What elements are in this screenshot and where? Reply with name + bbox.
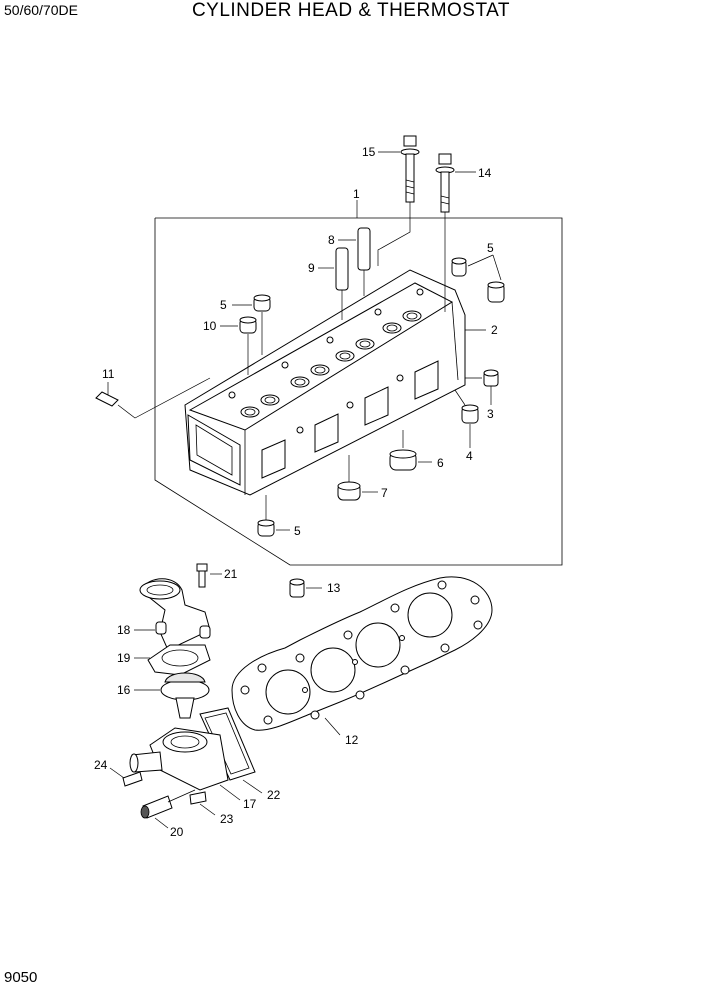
gasket-19[interactable] (147, 644, 211, 676)
pin-8[interactable] (357, 227, 371, 271)
cylinder-head[interactable] (184, 269, 466, 496)
thermostat-16[interactable] (160, 672, 210, 719)
cap-7[interactable] (337, 481, 361, 501)
callout-10: 10 (203, 319, 217, 333)
bolt-15[interactable] (400, 135, 420, 203)
pin-9[interactable] (335, 247, 349, 291)
callout-18: 18 (117, 623, 131, 637)
callout-21: 21 (224, 567, 238, 581)
plug-4[interactable] (461, 404, 479, 424)
valve-seats (240, 310, 422, 418)
assembly-frame (154, 200, 563, 566)
callout-8: 8 (328, 233, 335, 247)
bolt-14[interactable] (435, 153, 455, 213)
sensor-20[interactable] (140, 789, 196, 819)
bolt-24[interactable] (122, 771, 143, 787)
callout-11: 11 (102, 367, 115, 381)
thermostat-housing-18[interactable] (139, 578, 211, 651)
head-studs (228, 288, 424, 434)
plug-10[interactable] (239, 316, 257, 334)
callout-5-left: 5 (220, 298, 227, 312)
plug-5-right-b[interactable] (487, 281, 505, 303)
callout-7: 7 (381, 486, 388, 500)
callout-16: 16 (117, 683, 131, 697)
head-gasket-12[interactable] (231, 576, 493, 731)
callout-17: 17 (243, 797, 257, 811)
plug-13[interactable] (289, 578, 305, 598)
callout-3: 3 (487, 407, 494, 421)
bolt-23[interactable] (189, 791, 207, 805)
plug-3[interactable] (483, 369, 499, 387)
gasket-holes (240, 580, 483, 725)
plug-5-right-a[interactable] (451, 257, 467, 277)
callout-labels: 1 2 3 4 5 5 5 6 7 8 9 10 11 12 13 14 15 … (94, 145, 498, 839)
callout-12: 12 (345, 733, 359, 747)
callout-4: 4 (466, 449, 473, 463)
model-code: 50/60/70DE (4, 2, 78, 18)
callout-20: 20 (170, 825, 184, 839)
page-title: CYLINDER HEAD & THERMOSTAT (191, 0, 511, 21)
callout-22: 22 (267, 788, 281, 802)
cap-6[interactable] (389, 449, 417, 471)
callout-15: 15 (362, 145, 376, 159)
callout-9: 9 (308, 261, 315, 275)
callout-23: 23 (220, 812, 234, 826)
plug-5-left[interactable] (253, 294, 271, 312)
callout-13: 13 (327, 581, 341, 595)
callout-24: 24 (94, 758, 108, 772)
page-number: 9050 (4, 969, 38, 986)
callout-19: 19 (117, 651, 131, 665)
dowel-pin-11[interactable] (95, 391, 119, 407)
callout-2: 2 (491, 323, 498, 337)
callout-5-right: 5 (487, 241, 494, 255)
bolt-21[interactable] (196, 563, 208, 588)
callout-1: 1 (353, 187, 360, 201)
plug-5-bottom[interactable] (257, 519, 275, 537)
callout-5-bottom: 5 (294, 524, 301, 538)
thermostat-case-17[interactable] (129, 727, 229, 791)
callout-6: 6 (437, 456, 444, 470)
callout-14: 14 (478, 166, 492, 180)
